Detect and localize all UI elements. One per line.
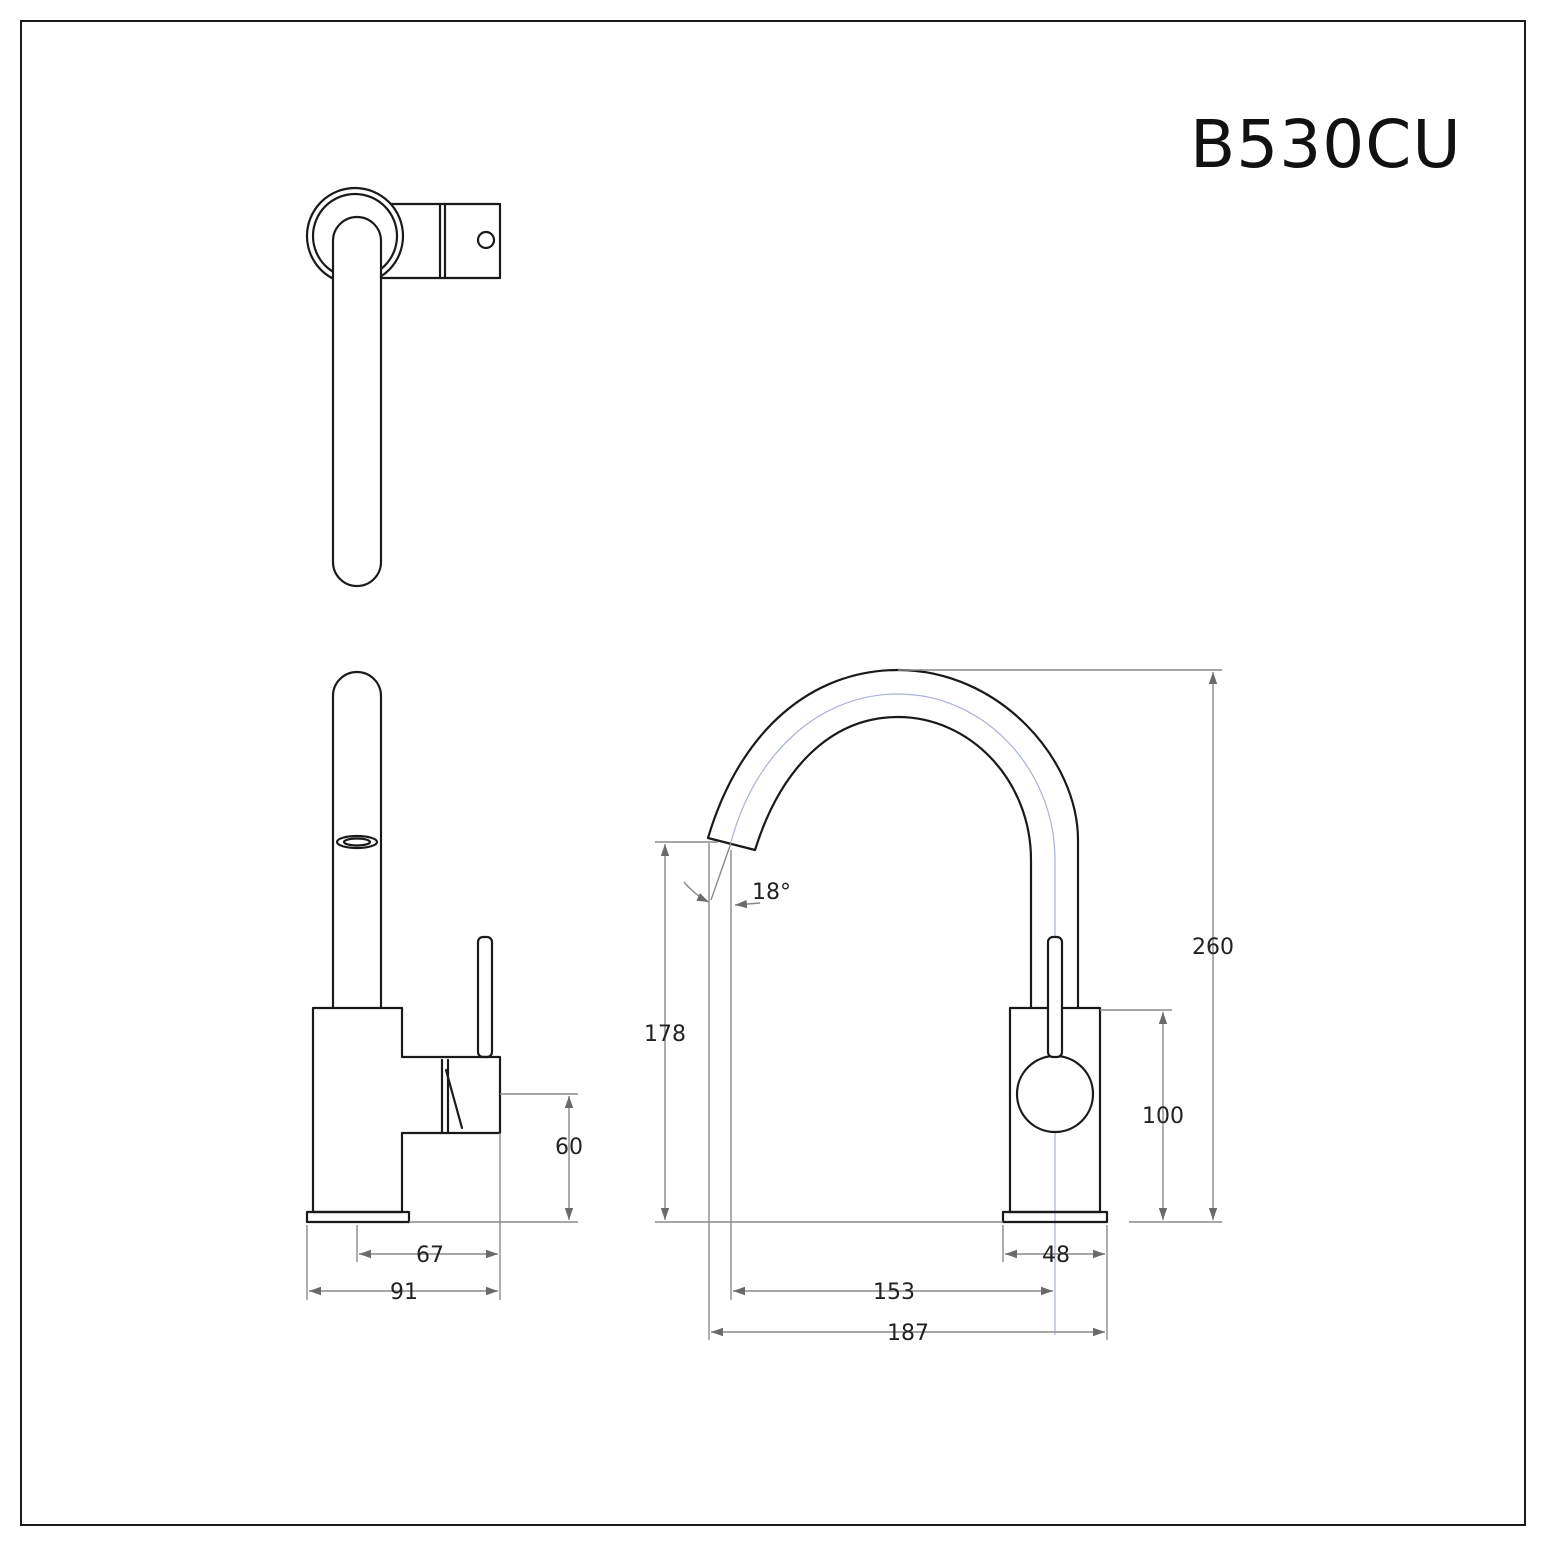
dim-label-body-height: 100: [1142, 1104, 1184, 1129]
side-view-lever: [476, 935, 494, 1059]
dim-label-base-diameter: 48: [1042, 1243, 1070, 1268]
front-view-handle-knob: [1015, 1054, 1095, 1134]
dim-label-handle-offset: 67: [416, 1243, 444, 1268]
dim-label-outlet-height: 60: [555, 1135, 583, 1160]
front-view: [706, 668, 1109, 1335]
front-view-dimensions: [655, 669, 1222, 1340]
dim-label-spout-height: 178: [644, 1022, 686, 1047]
dim-label-overall-height: 260: [1192, 935, 1234, 960]
top-view-spout: [331, 215, 383, 588]
side-view-body: [311, 1006, 502, 1214]
front-view-spout: [706, 668, 1080, 1010]
side-view-spout: [331, 670, 383, 1010]
dim-label-spout-reach: 153: [873, 1280, 915, 1305]
front-view-base-plate: [1001, 1210, 1109, 1224]
drawing-border: [20, 20, 1526, 1526]
side-view-base-plate: [305, 1210, 411, 1224]
side-view: [305, 670, 502, 1224]
model-code: B530CU: [1190, 106, 1462, 183]
top-view-handle-pin: [476, 230, 496, 250]
dim-label-overall-depth: 91: [390, 1280, 418, 1305]
dim-label-overall-length: 187: [887, 1321, 929, 1346]
front-view-lever: [1046, 935, 1064, 1059]
side-view-aerator: [335, 834, 379, 850]
side-view-dimensions: [306, 1093, 578, 1300]
dim-label-spout-angle: 18°: [752, 880, 791, 905]
top-view: [305, 186, 502, 588]
